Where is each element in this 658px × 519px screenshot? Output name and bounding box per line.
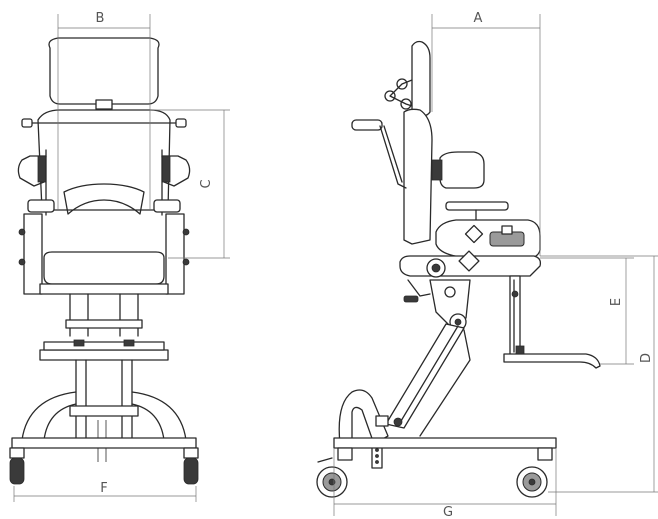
- front-seat-base: [39, 283, 169, 295]
- front-foot-bracket-right: [123, 339, 135, 347]
- front-push-bar-left-cap: [21, 118, 33, 128]
- side-column-knob: [393, 417, 403, 427]
- side-push-handle-tube-inner: [383, 125, 403, 183]
- side-armrest: [445, 201, 509, 211]
- side-push-handle-tube: [379, 125, 407, 189]
- side-tilt-hub-center: [431, 263, 441, 273]
- side-adjust-hole-2: [375, 454, 379, 458]
- side-mechanism-pivot-2: [444, 286, 456, 298]
- side-headrest-linkage: [389, 79, 413, 107]
- dimensions: B C F A E D G: [13, 11, 658, 519]
- front-knob-left-2: [18, 258, 26, 266]
- front-column-clamp: [65, 319, 143, 329]
- front-view: [9, 37, 199, 485]
- front-armrest-left: [27, 199, 55, 213]
- side-footplate-clamp: [515, 345, 525, 355]
- side-rear-wheel-axle: [328, 478, 336, 486]
- front-lower-clamp: [69, 405, 139, 417]
- side-lateral-pad: [439, 151, 485, 189]
- front-knob-right-2: [182, 258, 190, 266]
- side-tilt-diamond: [458, 250, 480, 272]
- front-base-arch-right: [131, 391, 187, 441]
- side-rear-caster-brake: [317, 457, 333, 463]
- side-base-rail: [333, 437, 557, 449]
- side-tilt-lever-grip: [403, 295, 419, 303]
- front-caster-right-wheel: [183, 457, 199, 485]
- front-knob-right-1: [182, 228, 190, 236]
- dim-label-d: D: [639, 353, 654, 363]
- side-front-wheel-axle: [528, 478, 536, 486]
- dim-label-c: C: [199, 179, 214, 188]
- front-footplate: [39, 349, 169, 361]
- side-headrest: [411, 40, 431, 117]
- front-side-support-right-bracket: [161, 155, 171, 183]
- side-legrest-tube: [509, 275, 521, 357]
- front-harness: [63, 183, 145, 215]
- front-headrest-bracket: [95, 99, 113, 110]
- side-adjust-hole-3: [375, 460, 379, 464]
- side-front-caster-fork: [537, 447, 553, 461]
- front-base-arch-left: [21, 391, 77, 441]
- front-caster-right-fork: [183, 447, 199, 459]
- dim-label-e: E: [609, 298, 624, 306]
- side-view: [316, 40, 601, 498]
- front-caster-left-wheel: [9, 457, 25, 485]
- side-push-handle-grip: [351, 119, 383, 131]
- side-seat-handle-top: [501, 225, 513, 235]
- side-footplate: [503, 353, 601, 369]
- front-base-bar: [11, 437, 197, 449]
- side-rear-caster-fork: [337, 447, 353, 461]
- front-side-frame-right: [165, 213, 185, 295]
- side-main-column: [385, 323, 465, 429]
- side-backrest: [403, 108, 433, 245]
- front-armrest-right: [153, 199, 181, 213]
- side-knob-diamond: [464, 224, 484, 244]
- dim-label-f: F: [100, 481, 107, 496]
- front-foot-bracket-left: [73, 339, 85, 347]
- side-column-foot: [375, 415, 389, 427]
- front-headrest: [48, 37, 160, 105]
- side-tilt-lever: [407, 279, 431, 297]
- front-side-support-left-bracket: [37, 155, 47, 183]
- front-knob-left-1: [18, 228, 26, 236]
- side-main-column-inner: [397, 325, 459, 427]
- side-support-arm: [419, 329, 471, 437]
- front-seat-cushion: [43, 251, 165, 285]
- side-lower-leg: [338, 389, 389, 445]
- front-side-frame-left: [23, 213, 43, 295]
- side-adjust-hole-1: [375, 448, 379, 452]
- front-footplate-top: [43, 341, 165, 351]
- side-lateral-bracket: [431, 159, 443, 181]
- dim-label-b: B: [96, 11, 105, 26]
- dim-label-a: A: [474, 11, 483, 26]
- side-legrest-knob: [511, 290, 519, 298]
- dim-label-g: G: [443, 505, 453, 519]
- side-mechanism-pivot-center: [454, 318, 462, 326]
- front-caster-left-fork: [9, 447, 25, 459]
- front-push-bar-right-cap: [175, 118, 187, 128]
